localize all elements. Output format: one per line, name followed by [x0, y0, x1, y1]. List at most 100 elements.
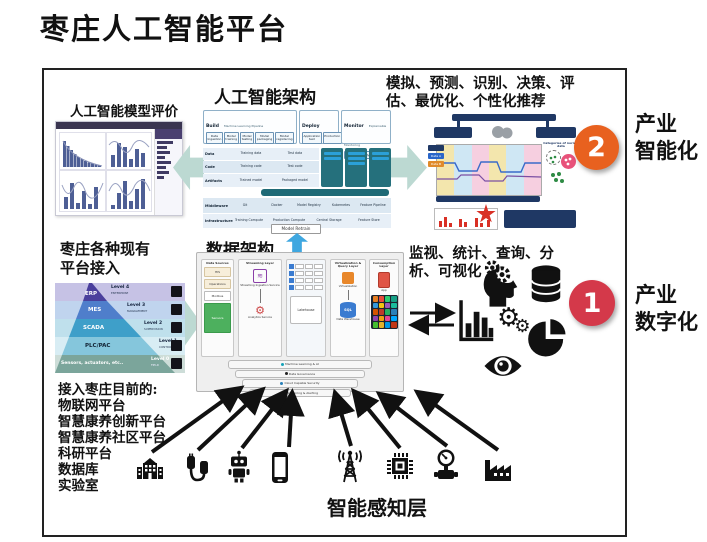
- industry-digital-line1: 产业: [635, 282, 677, 307]
- sidebar-bar: [157, 176, 164, 179]
- column-title: Virtualization & Query Layer: [334, 261, 362, 269]
- field-sensor-icon: [171, 358, 182, 369]
- hands-glyph: [488, 124, 516, 140]
- teal-panel: [345, 148, 367, 187]
- build-pipeline-label: Machine Learning Pipeline: [224, 124, 264, 128]
- factory-icon: [482, 452, 514, 484]
- build-step: Model registering: [274, 132, 294, 144]
- pyramid-system: PLC/PAC: [85, 343, 111, 349]
- tool-row: [289, 271, 324, 276]
- dashboard-topbar: [56, 122, 182, 129]
- platform-capability-bars: Machine Learning & AI Data Governance Cl…: [197, 359, 403, 397]
- category-cluster-dashed: [546, 150, 561, 165]
- enterprise-icon: [171, 286, 182, 297]
- column-title: Streaming Layer: [246, 261, 274, 265]
- tool-row: [289, 278, 324, 283]
- page-title: 枣庄人工智能平台: [40, 12, 289, 46]
- build-step: Model training: [223, 132, 239, 144]
- source-box: HIS: [204, 267, 231, 278]
- access-list-item: 实验室: [58, 478, 99, 494]
- teal-panel: [321, 148, 343, 187]
- consumption-column: Consumption Layer App: [369, 259, 399, 357]
- sidebar-bar: [157, 141, 173, 144]
- pressure-gauge-icon: [431, 448, 461, 482]
- radio-tower-icon: [334, 448, 366, 484]
- drift-band-chart: [436, 144, 542, 196]
- industry-smart-line2: 智能化: [635, 138, 698, 163]
- new-category-cluster: [561, 154, 576, 169]
- column-title: Data Sources: [206, 261, 229, 265]
- flow-line: [347, 289, 349, 300]
- drift-eval-box: [434, 127, 472, 138]
- dashboard-sidebar-header: [155, 129, 182, 139]
- industry-digital-line2: 数字化: [635, 309, 698, 334]
- badge-2-number: 2: [587, 132, 606, 163]
- pyramid-system: MES: [88, 307, 102, 313]
- build-step: Model testing: [239, 132, 255, 144]
- mini-chart-bars-1: [106, 132, 152, 170]
- control-icon: [171, 340, 182, 351]
- row-cell: Feature Store: [358, 218, 380, 223]
- lakehouse-box: Lakehouse: [290, 296, 322, 324]
- deploy-step: Application test: [302, 132, 322, 144]
- model-eval-dashboard: [55, 121, 183, 216]
- mlops-feedback-bar: [261, 189, 389, 196]
- pyramid-system: Sensors, actuators, etc..: [61, 361, 124, 366]
- drift-connector: [457, 120, 460, 128]
- platform-access-title: 枣庄各种现有平台接入: [60, 240, 151, 277]
- badge-1-number: 1: [582, 287, 602, 319]
- deploy-label: Deploy: [302, 124, 320, 129]
- row-label: Middleware: [205, 203, 228, 208]
- drift-top-bar: [452, 114, 556, 121]
- build-step: Model packaging: [255, 132, 274, 144]
- access-list-item: 智慧康养创新平台: [58, 414, 166, 430]
- head-gears-icon: [478, 258, 526, 308]
- access-list-item: 物联网平台: [58, 398, 126, 414]
- industry-digital-label: 产业 数字化: [635, 281, 698, 335]
- row-cell: Docker: [271, 202, 283, 207]
- tool-row: [289, 285, 324, 290]
- gears-icon: ⚙⚙: [497, 303, 531, 337]
- industry-smart-label: 产业 智能化: [635, 110, 698, 164]
- analytics-text: 监视、统计、查询、分析、可视化: [409, 245, 554, 280]
- mlops-row-data: Data Training data Test data: [203, 148, 319, 160]
- row-label: Artifacts: [205, 178, 223, 183]
- data-a-tag: Data A: [428, 153, 444, 159]
- monitor-pipeline-label: Explainable Monitoring: [344, 124, 387, 147]
- service-label: Data Warehouse: [336, 316, 360, 321]
- badge-1: 1: [569, 280, 615, 326]
- virtualization-column: Virtualization & Query Layer Virtualizat…: [330, 259, 366, 357]
- access-list: 接入枣庄目前的: 物联网平台 智慧康养创新平台 智慧康养社区平台 科研平台 数据…: [58, 382, 166, 494]
- pyramid-system: SCADA: [83, 325, 105, 331]
- row-label: Infrastructure: [205, 219, 233, 223]
- hospital-building-icon: [134, 453, 166, 485]
- capability-bar: Machine Learning & AI: [228, 360, 372, 369]
- row-cell: Trained model: [239, 177, 263, 182]
- row-cell: Central Storage: [316, 218, 342, 223]
- source-box: Operations: [204, 279, 231, 290]
- app-grid-tablet: [371, 294, 398, 330]
- capability-bar: Cloud Capable Security: [242, 379, 358, 388]
- row-cell: Feature Pipeline: [360, 202, 386, 207]
- access-list-item: 科研平台: [58, 446, 112, 462]
- access-list-item: 数据库: [58, 462, 99, 478]
- mlops-deploy-panel: Deploy Application test Production: [299, 110, 342, 144]
- management-icon: [171, 304, 182, 315]
- industry-smart-line1: 产业: [635, 111, 677, 136]
- mlops-row-infrastructure: Infrastructure Training Compute Producti…: [203, 214, 391, 228]
- data-arch-diagram: Data Sources HIS Operations Modbus Senso…: [196, 252, 404, 397]
- row-cell: Training code: [240, 164, 262, 169]
- access-list-item: 智慧康养社区平台: [58, 430, 166, 446]
- service-label: Analytics Service: [248, 315, 272, 320]
- row-cell: Test code: [287, 164, 303, 169]
- outcomes-text: 模拟、预测、识别、决策、评估、最优化、个性化推荐: [386, 75, 575, 110]
- sql-warehouse-icon: SQL: [340, 301, 356, 318]
- capability-bar: Data Governance: [235, 369, 365, 378]
